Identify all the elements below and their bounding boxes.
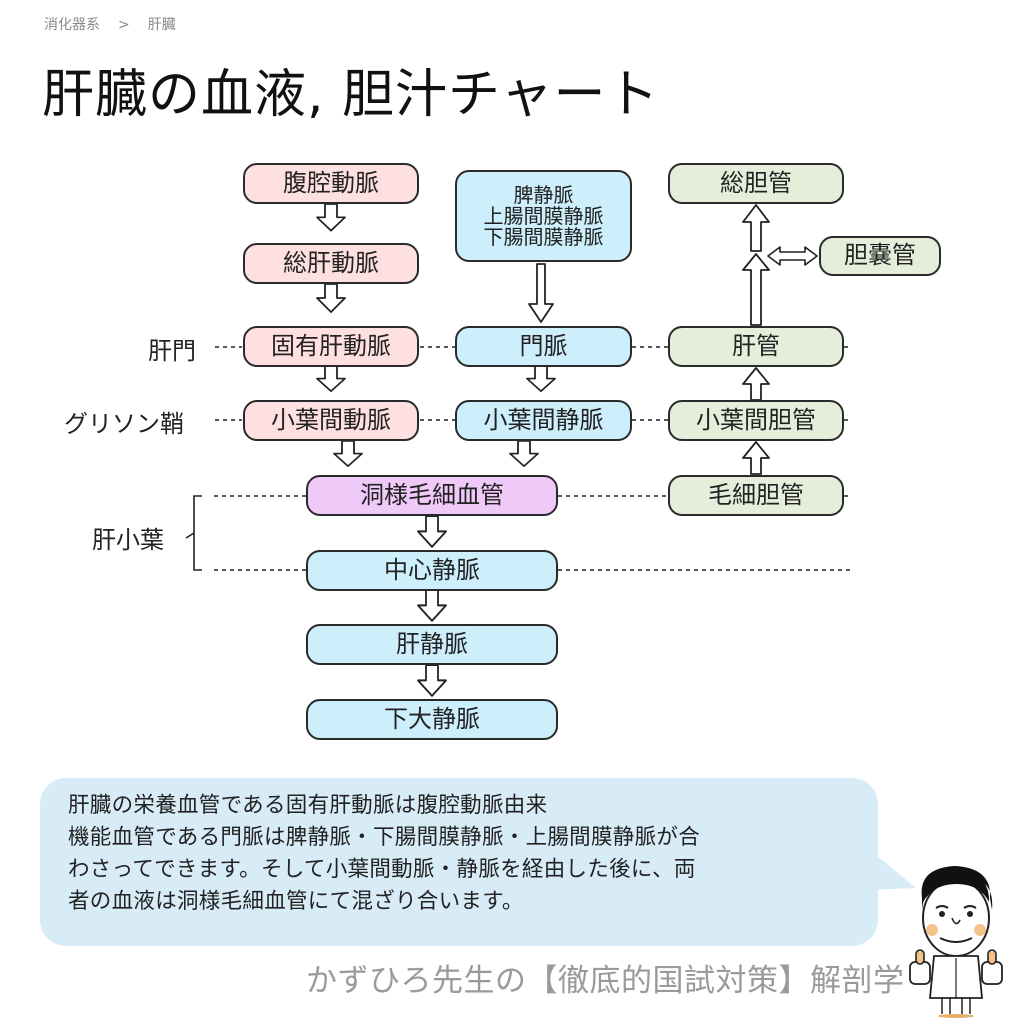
breadcrumb-separator: > [118, 17, 130, 33]
arrow-common-to-proper [316, 283, 346, 313]
node-central-vein[interactable]: 中心静脈 [306, 550, 558, 591]
arrow-interlobular-duct-to-hepatic-duct [742, 367, 770, 401]
breadcrumb: 消化器系 > 肝臓 [44, 14, 176, 34]
node-label: 総胆管 [720, 168, 792, 197]
node-portal-tributaries[interactable]: 脾静脈 上腸間膜静脈 下腸間膜静脈 [455, 170, 632, 262]
lobule-bracket [185, 495, 202, 571]
node-portal-vein[interactable]: 門脈 [455, 326, 632, 367]
mascot-teacher-icon [909, 866, 1003, 1018]
breadcrumb-item-digestive[interactable]: 消化器系 [44, 17, 100, 33]
node-label: 門脈 [519, 331, 568, 360]
node-label-superior-mesenteric-vein: 上腸間膜静脈 [483, 203, 604, 228]
arrow-interlobular-artery-to-sinusoid [333, 440, 363, 468]
node-label: 肝静脈 [396, 629, 468, 658]
node-label: 肝管 [732, 331, 780, 360]
node-common-bile-duct[interactable]: 総胆管 [668, 163, 844, 204]
node-interlobular-bile-duct[interactable]: 小葉間胆管 [668, 400, 844, 441]
label-glisson-sheath: グリソン鞘 [64, 410, 184, 438]
page-title: 肝臓の血液, 胆汁チャート [42, 65, 660, 125]
node-label: 中心静脈 [384, 555, 480, 584]
node-label: 小葉間胆管 [696, 405, 816, 434]
node-label: 総肝動脈 [283, 248, 379, 277]
bubble-tail [870, 850, 916, 890]
node-label: 毛細胆管 [708, 480, 804, 509]
node-label: 固有肝動脈 [271, 331, 391, 360]
breadcrumb-item-liver[interactable]: 肝臓 [147, 17, 176, 33]
node-interlobular-artery[interactable]: 小葉間動脈 [243, 400, 419, 441]
arrow-tributaries-to-portal [528, 263, 554, 323]
note-line: わさってできます。そして小葉間動脈・静脈を経由した後に、両 [68, 857, 696, 882]
node-common-hepatic-artery[interactable]: 総肝動脈 [243, 243, 419, 284]
arrow-interlobular-vein-to-sinusoid [509, 440, 539, 468]
node-label: 腹腔動脈 [283, 168, 379, 197]
node-label: 小葉間動脈 [271, 405, 391, 434]
dotted-guides [214, 346, 852, 571]
node-label: 小葉間静脈 [483, 405, 604, 434]
explanation-bubble: 肝臓の栄養血管である固有肝動脈は腹腔動脈由来 機能血管である門脈は脾静脈・下腸間… [40, 778, 878, 946]
label-liver-lobule: 肝小葉 [92, 526, 164, 554]
note-line: 者の血液は洞様毛細血管にて混ざり合います。 [68, 889, 524, 914]
label-hilum: 肝門 [148, 337, 196, 365]
node-label: 下大静脈 [384, 704, 480, 733]
node-cystic-duct[interactable]: 胆嚢管 [819, 236, 941, 276]
note-line: 肝臓の栄養血管である固有肝動脈は腹腔動脈由来 [68, 793, 548, 818]
arrow-proper-to-interlobular-artery [316, 365, 346, 393]
node-celiac-artery[interactable]: 腹腔動脈 [243, 163, 419, 204]
arrow-sinusoid-to-central [417, 515, 447, 548]
arrow-to-common-bile-duct [742, 204, 770, 252]
node-label: 胆嚢管 [844, 241, 916, 270]
node-sinusoid[interactable]: 洞様毛細血管 [306, 475, 558, 516]
arrow-central-to-hepatic-vein [417, 589, 447, 622]
node-inferior-vena-cava[interactable]: 下大静脈 [306, 699, 558, 740]
footer-branding: かずひろ先生の【徹底的国試対策】解剖学 [306, 963, 905, 999]
node-bile-canaliculus[interactable]: 毛細胆管 [668, 475, 844, 516]
node-label-inferior-mesenteric-vein: 下腸間膜静脈 [483, 224, 604, 249]
node-hepatic-vein[interactable]: 肝静脈 [306, 624, 558, 665]
node-proper-hepatic-artery[interactable]: 固有肝動脈 [243, 326, 419, 367]
node-label-splenic-vein: 脾静脈 [513, 182, 574, 207]
arrow-canaliculus-to-interlobular-duct [742, 441, 770, 475]
arrow-cystic-duct-bidirectional [767, 246, 818, 266]
node-label: 洞様毛細血管 [360, 480, 504, 509]
arrow-hepatic-duct-up [742, 253, 770, 326]
arrow-portal-to-interlobular-vein [526, 365, 556, 393]
arrow-celiac-to-common [316, 203, 346, 232]
arrow-hepatic-vein-to-ivc [417, 664, 447, 697]
note-line: 機能血管である門脈は脾静脈・下腸間膜静脈・上腸間膜静脈が合 [68, 825, 700, 850]
node-hepatic-duct[interactable]: 肝管 [668, 326, 844, 367]
node-interlobular-vein[interactable]: 小葉間静脈 [455, 400, 632, 441]
